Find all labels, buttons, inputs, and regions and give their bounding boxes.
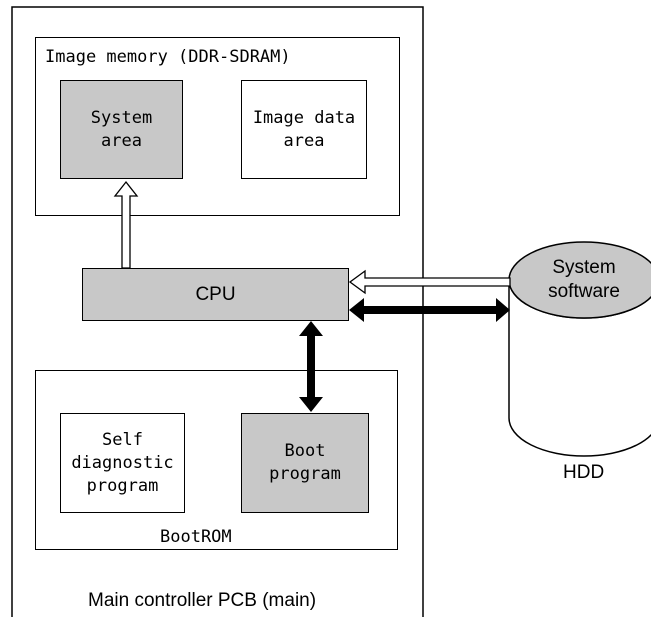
hdd-label: HDD xyxy=(563,462,605,483)
system-software-label: System software xyxy=(548,257,620,302)
hdd-to-cpu-arrow xyxy=(348,269,511,295)
pcb-label: Main controller PCB (main) xyxy=(88,590,317,611)
image-data-area-box: Image data area xyxy=(241,80,367,179)
system-area-box: System area xyxy=(60,80,183,179)
hdd-cylinder xyxy=(508,241,651,457)
cpu-boot-bidirectional-arrow xyxy=(299,321,323,412)
cpu-hdd-bidirectional-arrow xyxy=(349,298,510,322)
boot-program-box: Boot program xyxy=(241,413,369,513)
image-memory-label: Image memory (DDR-SDRAM) xyxy=(45,47,291,67)
cpu-box: CPU xyxy=(82,268,349,321)
bootrom-label: BootROM xyxy=(160,527,232,547)
self-diagnostic-box: Self diagnostic program xyxy=(60,413,185,513)
cpu-to-system-area-arrow xyxy=(113,180,139,269)
